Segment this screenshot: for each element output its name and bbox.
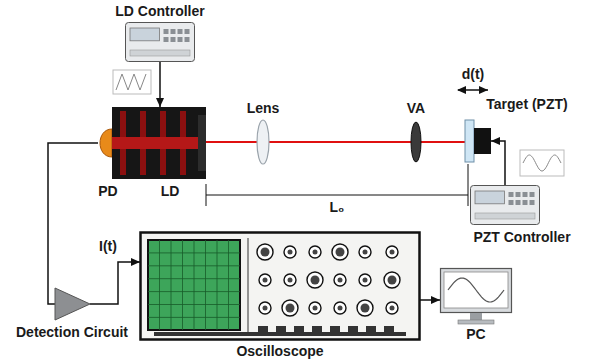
controller-device: LD Controller (125, 22, 195, 62)
node-label: Oscilloscope (236, 343, 323, 360)
signal-wire (90, 262, 140, 304)
laser-module: PDLD (98, 107, 206, 179)
part-label: Lens (247, 100, 280, 117)
node-label: LD (161, 183, 180, 200)
attenuator-symbol (411, 122, 421, 162)
node-label: PC (466, 326, 485, 343)
displacement-arrow (458, 89, 488, 91)
computer-monitor-drawing (440, 268, 512, 324)
signal-wire (420, 299, 440, 301)
signal-wire (491, 141, 505, 185)
signal-wire (48, 143, 98, 304)
amplifier-symbol-drawing (55, 288, 90, 320)
signal-label: d(t) (462, 66, 485, 83)
node-label: LD Controller (115, 3, 204, 20)
pzt-target-drawing (465, 120, 491, 162)
controller-device-drawing (125, 22, 195, 62)
amplifier-symbol: Detection Circuit (55, 288, 90, 320)
pzt-target: Target (PZT) (465, 120, 491, 162)
triangle-wave-inset (113, 70, 151, 94)
laser-beam (206, 141, 465, 143)
laser-module-drawing (98, 107, 206, 179)
node-label: Target (PZT) (486, 96, 567, 113)
computer-monitor: PC (440, 268, 512, 324)
node-label: Detection Circuit (16, 324, 128, 341)
lens-symbol (257, 120, 269, 164)
dimension-label: L₀ (327, 199, 348, 216)
oscilloscope-device: Oscilloscope (140, 232, 420, 340)
controller-device-drawing (470, 185, 540, 225)
signal-label: I(t) (99, 238, 117, 255)
part-label: VA (407, 100, 425, 117)
node-label: PD (98, 183, 117, 200)
node-label: PZT Controller (473, 229, 570, 246)
oscilloscope-device-drawing (140, 232, 420, 340)
sine-wave-inset (520, 150, 564, 176)
signal-wire (159, 62, 161, 107)
controller-device: PZT Controller (470, 185, 540, 225)
